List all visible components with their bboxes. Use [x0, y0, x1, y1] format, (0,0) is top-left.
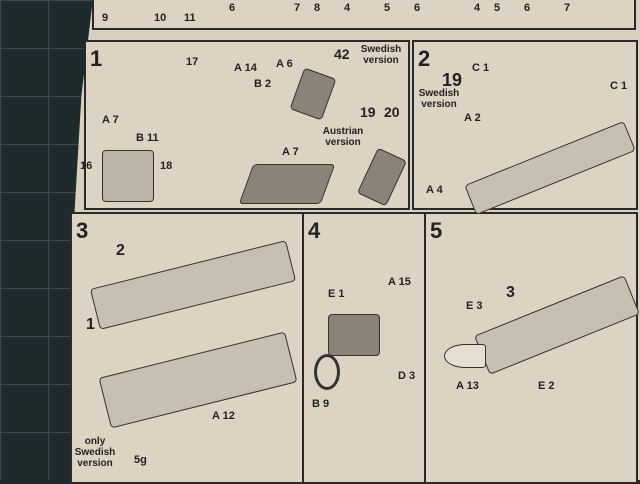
seat-part [356, 147, 408, 207]
cockpit-tub [238, 164, 336, 204]
top-strip: 9 10 11 6 7 8 4 5 6 4 5 6 7 [92, 0, 636, 30]
nose-cone [444, 344, 486, 368]
fuselage-part [464, 120, 636, 216]
label: E 2 [538, 380, 555, 392]
label: 1 [86, 316, 95, 333]
label: 10 [154, 12, 167, 24]
label: 11 [184, 12, 196, 24]
step-1-panel: 1 17 A 14 A 6 42 B 2 A 7 B 11 16 18 A 7 … [80, 40, 410, 210]
label: 6 [229, 2, 236, 14]
label: A 6 [276, 58, 293, 70]
label: B 2 [254, 78, 272, 90]
label: 4 [344, 2, 351, 14]
step-number: 3 [76, 218, 89, 243]
step-number: 4 [308, 218, 321, 243]
label: 6 [524, 2, 531, 14]
label: A 13 [456, 380, 479, 392]
label: 7 [294, 2, 301, 14]
label: 5g [134, 454, 147, 466]
step-4-panel: 4 E 1 A 15 D 3 B 9 [302, 212, 428, 484]
label: E 1 [328, 288, 345, 300]
label: A 7 [282, 146, 299, 158]
label: 3 [506, 284, 515, 301]
label: A 14 [234, 62, 257, 74]
label: C 1 [472, 62, 490, 74]
intake-part [328, 314, 380, 356]
label: 18 [160, 160, 173, 172]
step-3-panel: 3 2 1 A 12 5g only Swedish version [70, 212, 306, 484]
label: 19 [442, 70, 463, 90]
label: A 4 [426, 184, 443, 196]
label: 7 [564, 2, 571, 14]
swedish-only-note: only Swedish version [74, 436, 116, 469]
step-5-panel: 5 3 E 3 A 13 E 2 [424, 212, 640, 484]
label: 17 [186, 56, 199, 68]
label: 6 [414, 2, 421, 14]
label: A 2 [464, 112, 481, 124]
label: 8 [314, 2, 321, 14]
step-number: 5 [430, 218, 443, 243]
step-2-panel: 2 19 C 1 C 1 A 2 A 4 Swedish version [412, 40, 638, 216]
label: A 15 [388, 276, 411, 288]
label: 20 [384, 104, 400, 120]
label: B 9 [312, 398, 330, 410]
label: D 3 [398, 370, 416, 382]
step-number: 2 [418, 46, 431, 71]
seat-part [289, 67, 337, 121]
label: 2 [116, 242, 125, 259]
austrian-version-note: Austrian version [322, 126, 364, 148]
label: 5 [384, 2, 391, 14]
label: 5 [494, 2, 501, 14]
label: 19 [360, 104, 376, 120]
label: 16 [80, 160, 93, 172]
label: 42 [334, 46, 350, 62]
ring-part [314, 354, 340, 390]
console-part [102, 150, 154, 202]
swedish-version-note: Swedish version [418, 88, 460, 110]
label: C 1 [610, 80, 628, 92]
label: 9 [102, 12, 109, 24]
label: 4 [474, 2, 481, 14]
label: E 3 [466, 300, 483, 312]
swedish-version-note: Swedish version [360, 44, 402, 66]
label: B 11 [136, 132, 159, 144]
lower-fuselage [98, 331, 298, 429]
label: A 12 [212, 410, 235, 422]
step-number: 1 [90, 46, 103, 71]
label: A 7 [102, 114, 119, 126]
nose-fuselage [474, 275, 640, 375]
